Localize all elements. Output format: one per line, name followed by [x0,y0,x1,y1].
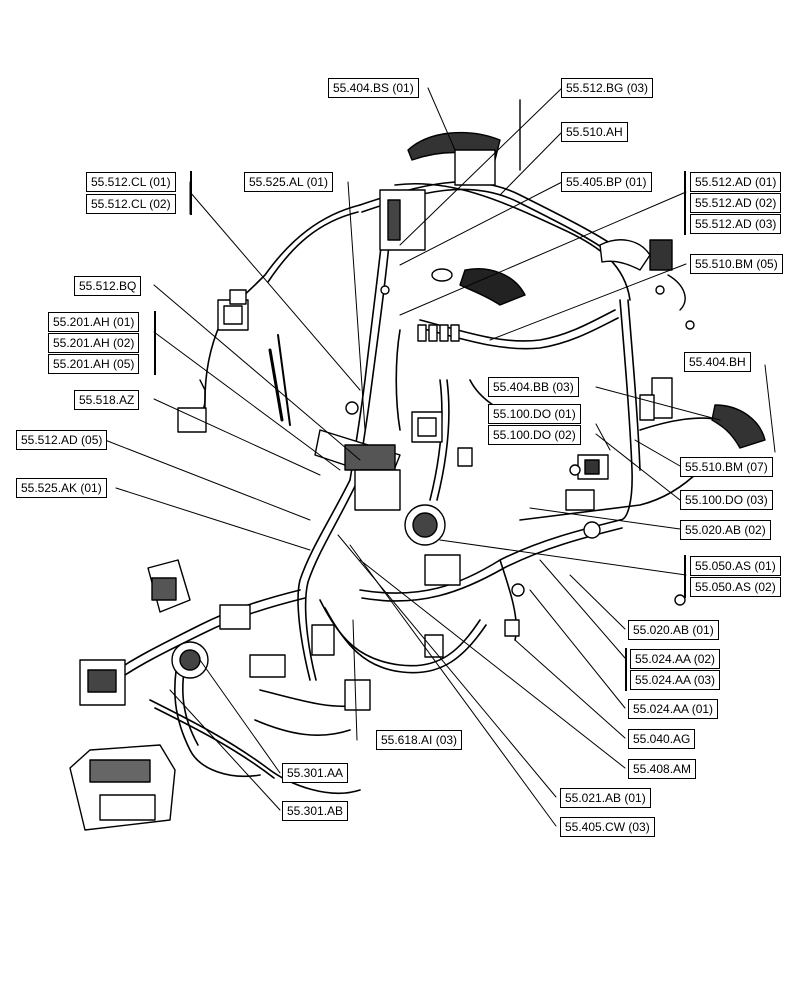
label-55-512-cl-01[interactable]: 55.512.CL (01) [86,172,176,192]
label-55-040-ag[interactable]: 55.040.AG [628,729,696,749]
label-55-525-al-01[interactable]: 55.525.AL (01) [244,172,333,192]
label-55-404-bb-03[interactable]: 55.404.BB (03) [488,377,579,397]
label-55-404-bh[interactable]: 55.404.BH [684,352,751,372]
label-55-024-aa-02[interactable]: 55.024.AA (02) [630,649,721,669]
label-55-518-az[interactable]: 55.518.AZ [74,390,140,410]
label-55-405-cw-03[interactable]: 55.405.CW (03) [560,817,655,837]
label-55-050-as-02[interactable]: 55.050.AS (02) [690,577,781,597]
label-55-050-as-01[interactable]: 55.050.AS (01) [690,556,781,576]
label-55-301-aa[interactable]: 55.301.AA [282,763,349,783]
label-55-510-bm-07[interactable]: 55.510.BM (07) [680,457,773,477]
label-55-512-bg-03[interactable]: 55.512.BG (03) [561,78,654,98]
label-55-024-aa-01[interactable]: 55.024.AA (01) [628,699,719,719]
label-55-100-do-01[interactable]: 55.100.DO (01) [488,404,581,424]
label-55-510-ah[interactable]: 55.510.AH [561,122,628,142]
label-55-408-am[interactable]: 55.408.AM [628,759,697,779]
label-55-512-ad-01[interactable]: 55.512.AD (01) [690,172,782,192]
label-55-301-ab[interactable]: 55.301.AB [282,801,349,821]
label-55-618-ai-03[interactable]: 55.618.AI (03) [376,730,463,750]
leader-lines [104,87,776,827]
label-55-201-ah-05[interactable]: 55.201.AH (05) [48,354,140,374]
label-55-201-ah-01[interactable]: 55.201.AH (01) [48,312,140,332]
group-bracket [625,648,627,691]
group-bracket [190,171,192,215]
label-55-020-ab-01[interactable]: 55.020.AB (01) [628,620,719,640]
label-55-100-do-03[interactable]: 55.100.DO (03) [680,490,773,510]
label-55-020-ab-02[interactable]: 55.020.AB (02) [680,520,771,540]
components [69,99,766,831]
group-bracket [154,311,156,375]
label-55-512-ad-03[interactable]: 55.512.AD (03) [690,214,782,234]
label-55-405-bp-01[interactable]: 55.405.BP (01) [561,172,652,192]
label-55-512-bq[interactable]: 55.512.BQ [74,276,142,296]
label-55-525-ak-01[interactable]: 55.525.AK (01) [16,478,107,498]
label-55-201-ah-02[interactable]: 55.201.AH (02) [48,333,140,353]
label-55-512-ad-05[interactable]: 55.512.AD (05) [16,430,108,450]
label-55-510-bm-05[interactable]: 55.510.BM (05) [690,254,783,274]
label-55-512-ad-02[interactable]: 55.512.AD (02) [690,193,782,213]
label-55-100-do-02[interactable]: 55.100.DO (02) [488,425,581,445]
label-55-024-aa-03[interactable]: 55.024.AA (03) [630,670,721,690]
group-bracket [684,171,686,235]
label-55-512-cl-02[interactable]: 55.512.CL (02) [86,194,176,214]
group-bracket [684,555,686,598]
label-55-404-bs-01[interactable]: 55.404.BS (01) [328,78,419,98]
label-55-021-ab-01[interactable]: 55.021.AB (01) [560,788,651,808]
